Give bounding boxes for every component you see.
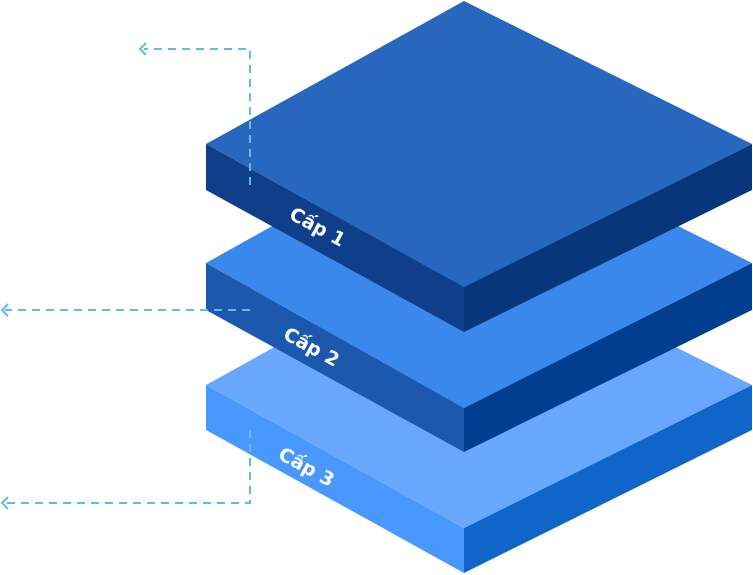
- layer-3-right-face: [464, 385, 752, 573]
- connector-line-3: [5, 430, 251, 504]
- connector-layer-3: [0, 430, 251, 510]
- layer-1: Cấp 1: [206, 1, 752, 332]
- arrow-left-icon-3: [0, 496, 9, 510]
- arrow-left-icon-2: [0, 303, 9, 317]
- connector-layer-1: [138, 42, 251, 185]
- layer-1-top-face: [206, 1, 752, 287]
- layer-2-left-face: [206, 263, 464, 452]
- arrow-left-icon-1: [138, 42, 147, 56]
- connector-line-1: [144, 48, 251, 185]
- layer-1-right-face: [464, 144, 752, 332]
- layer-2-right-face: [464, 263, 752, 452]
- layer-3-left-face: [206, 385, 464, 573]
- layer-1-left-face: [206, 144, 464, 332]
- connector-layer-2: [0, 303, 250, 317]
